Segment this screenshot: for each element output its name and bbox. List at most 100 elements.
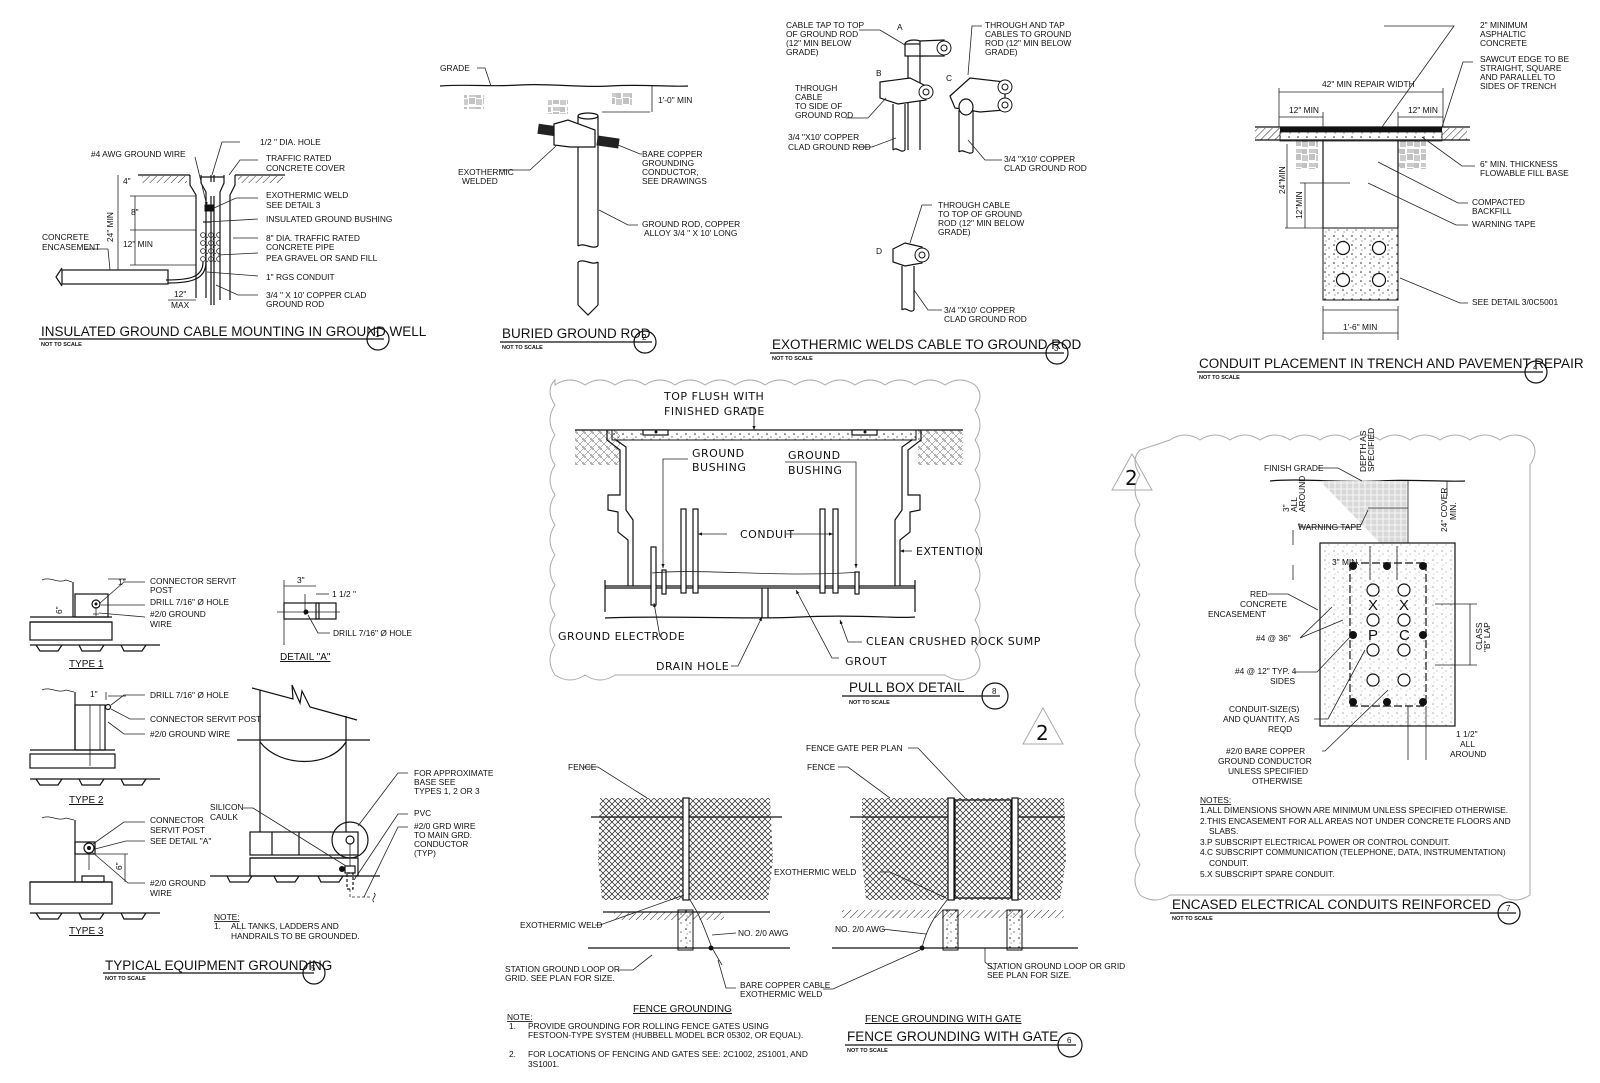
label-bushing-left-1: GROUND — [692, 447, 745, 460]
label-d-2: TO TOP OF GROUND — [938, 209, 1022, 219]
label-warning-tape: WARNING TAPE — [1472, 219, 1536, 229]
label-loop-right-2: SEE PLAN FOR SIZE. — [987, 970, 1071, 980]
not-to-scale: NOT TO SCALE — [847, 1048, 888, 1054]
dim-24in: 24"MIN — [1277, 166, 1287, 194]
label-depth-2: SPECIFIED — [1366, 428, 1376, 472]
label-grd-1: #2/0 GRD WIRE — [414, 821, 476, 831]
dim-4in: 4" — [123, 176, 131, 186]
not-to-scale: NOT TO SCALE — [105, 976, 146, 982]
label-asphalt-2: ASPHALTIC — [1480, 29, 1526, 39]
detail-6-fence-grounding: FENCE EXOTHERMIC WELD NO. 2/0 AWG STATIO… — [505, 743, 1125, 1069]
label-fill-2: FLOWABLE FILL BASE — [1480, 168, 1569, 178]
label-conductor-1: BARE COPPER — [642, 149, 703, 159]
revision-triangle-1: 2 — [1022, 706, 1064, 745]
label-finish-grade: FINISH GRADE — [1264, 463, 1324, 473]
revision-number: 2 — [1036, 721, 1049, 745]
label-all-around-1: 1 1/2" — [1456, 729, 1478, 739]
dim-a-3in: 3" — [297, 575, 305, 585]
note-1-number: 1. — [509, 1021, 516, 1031]
note-2b: SLABS. — [1209, 826, 1238, 836]
dim-12in-left: 12" MIN — [1289, 105, 1319, 115]
label-C: C — [946, 73, 952, 83]
note-5: 5.X SUBSCRIPT SPARE CONDUIT. — [1200, 869, 1335, 879]
not-to-scale: NOT TO SCALE — [41, 342, 82, 348]
label-t3-post-1: CONNECTOR — [150, 815, 204, 825]
label-encasement-2: ENCASEMENT — [42, 242, 100, 252]
detail-8-pull-box: TOP FLUSH WITH FINISHED GRADE GROUND BUS… — [549, 378, 1041, 710]
label-ground-conductor-2: GROUND CONDUCTOR — [1218, 756, 1312, 766]
label-ground-electrode: GROUND ELECTRODE — [558, 630, 685, 643]
label-weld-2: SEE DETAIL 3 — [266, 200, 321, 210]
label-t1-wire-1: #2/0 GROUND — [150, 609, 206, 619]
type-1-label: TYPE 1 — [69, 659, 104, 670]
dim-max: MAX — [171, 300, 190, 310]
detail-4-title: CONDUIT PLACEMENT IN TRENCH AND PAVEMENT… — [1199, 356, 1584, 371]
label-t1-drill: DRILL 7/16" Ø HOLE — [150, 597, 229, 607]
label-t3-post-2: SERVIT POST — [150, 825, 205, 835]
detail-5-equipment-grounding: 1" 6" CONNECTOR SERVIT POST DRILL 7/16" … — [29, 575, 494, 985]
label-all: ALL — [1289, 497, 1299, 512]
label-ground-conductor-3: UNLESS SPECIFIED — [1228, 766, 1308, 776]
label-bushing-left-2: BUSHING — [692, 461, 746, 474]
label-awg-right: NO. 2/0 AWG — [835, 924, 885, 934]
detail-7-encased-conduits: X X P C DEPTH AS SPECIFIED 3" ALL AROUND… — [1134, 428, 1536, 925]
label-t1-wire-2: WIRE — [150, 619, 172, 629]
label-base-2: BASE SEE — [414, 777, 456, 787]
label-conduit: CONDUIT — [740, 528, 795, 541]
label-sawcut-2: STRAIGHT, SQUARE — [1480, 63, 1562, 73]
label-extension: EXTENTION — [916, 545, 984, 558]
label-d-4: GRADE) — [938, 227, 971, 237]
label-rod-d-1: 3/4 "X10' COPPER — [944, 305, 1015, 315]
label-depth-1: DEPTH AS — [1358, 430, 1368, 472]
label-comm-c: C — [1399, 627, 1410, 644]
detail-7-notes: NOTES: 1.ALL DIMENSIONS SHOWN ARE MINIMU… — [1200, 795, 1511, 879]
label-cover-2: CONCRETE COVER — [266, 163, 345, 173]
label-encasement-1: CONCRETE — [42, 232, 89, 242]
label-conduit-size-1: CONDUIT-SIZE(S) — [1229, 704, 1299, 714]
label-grade: GRADE — [440, 63, 470, 73]
label-see-detail: SEE DETAIL 3/0C5001 — [1472, 297, 1558, 307]
label-pipe-1: 8" DIA. TRAFFIC RATED — [266, 233, 360, 243]
label-conduit-size-2: AND QUANTITY, AS — [1223, 714, 1300, 724]
detail-7-title: ENCASED ELECTRICAL CONDUITS REINFORCED — [1172, 897, 1491, 912]
detail-4-trench-repair: 42" MIN REPAIR WIDTH 12" MIN 12" MIN 24"… — [1197, 20, 1584, 384]
detail-6-title: FENCE GROUNDING WITH GATE — [847, 1029, 1058, 1044]
label-loop-1: STATION GROUND LOOP OR — [505, 964, 620, 974]
dim-12in-min: 12" MIN — [123, 239, 153, 249]
label-t3-wire-2: WIRE — [150, 888, 172, 898]
label-c-2: CABLES TO GROUND — [985, 29, 1071, 39]
dim-repair-width: 42" MIN REPAIR WIDTH — [1322, 79, 1415, 89]
type-3-label: TYPE 3 — [69, 926, 104, 937]
detail-a-label: DETAIL "A" — [280, 652, 331, 663]
label-rod-c-2: CLAD GROUND ROD — [1004, 163, 1087, 173]
label-exothermic-weld-right: EXOTHERMIC WELD — [774, 867, 856, 877]
label-sump: CLEAN CRUSHED ROCK SUMP — [866, 635, 1041, 648]
label-conductor-4: SEE DRAWINGS — [642, 176, 707, 186]
label-d-1: THROUGH CABLE — [938, 200, 1011, 210]
label-t1-post-1: CONNECTOR SERVIT — [150, 576, 236, 586]
detail-6-notes: NOTE: 1. PROVIDE GROUNDING FOR ROLLING F… — [507, 1012, 808, 1069]
note-1a: PROVIDE GROUNDING FOR ROLLING FENCE GATE… — [528, 1021, 769, 1031]
label-B: B — [876, 68, 882, 78]
note-1: 1.ALL DIMENSIONS SHOWN ARE MINIMUM UNLES… — [1200, 805, 1508, 815]
label-pipe-2: CONCRETE PIPE — [266, 242, 335, 252]
label-b-3: TO SIDE OF — [795, 101, 842, 111]
label-warning-tape: WARNING TAPE — [1298, 522, 1362, 532]
note-4a: 4.C SUBSCRIPT COMMUNICATION (TELEPHONE, … — [1200, 847, 1506, 857]
label-all-around-2: ALL — [1460, 739, 1475, 749]
dim-12in-right: 12" MIN — [1408, 105, 1438, 115]
detail-3-title: EXOTHERMIC WELDS CABLE TO GROUND ROD — [772, 337, 1082, 352]
label-drain-hole: DRAIN HOLE — [656, 660, 729, 673]
label-loop-2: GRID. SEE PLAN FOR SIZE. — [505, 973, 615, 983]
label-a-2: OF GROUND ROD — [786, 29, 858, 39]
not-to-scale: NOT TO SCALE — [1172, 916, 1213, 922]
label-hole: 1/2 " DIA. HOLE — [260, 137, 321, 147]
label-rod-2: ALLOY 3/4 " X 10' LONG — [644, 228, 737, 238]
label-rebar-36: #4 @ 36" — [1256, 633, 1291, 643]
label-exothermic-2: WELDED — [462, 176, 498, 186]
detail-1-number: 1 — [375, 330, 380, 339]
label-grd-2: TO MAIN GRD. — [414, 830, 472, 840]
label-exothermic-1: EXOTHERMIC — [458, 167, 514, 177]
label-grd-4: (TYP) — [414, 848, 436, 858]
